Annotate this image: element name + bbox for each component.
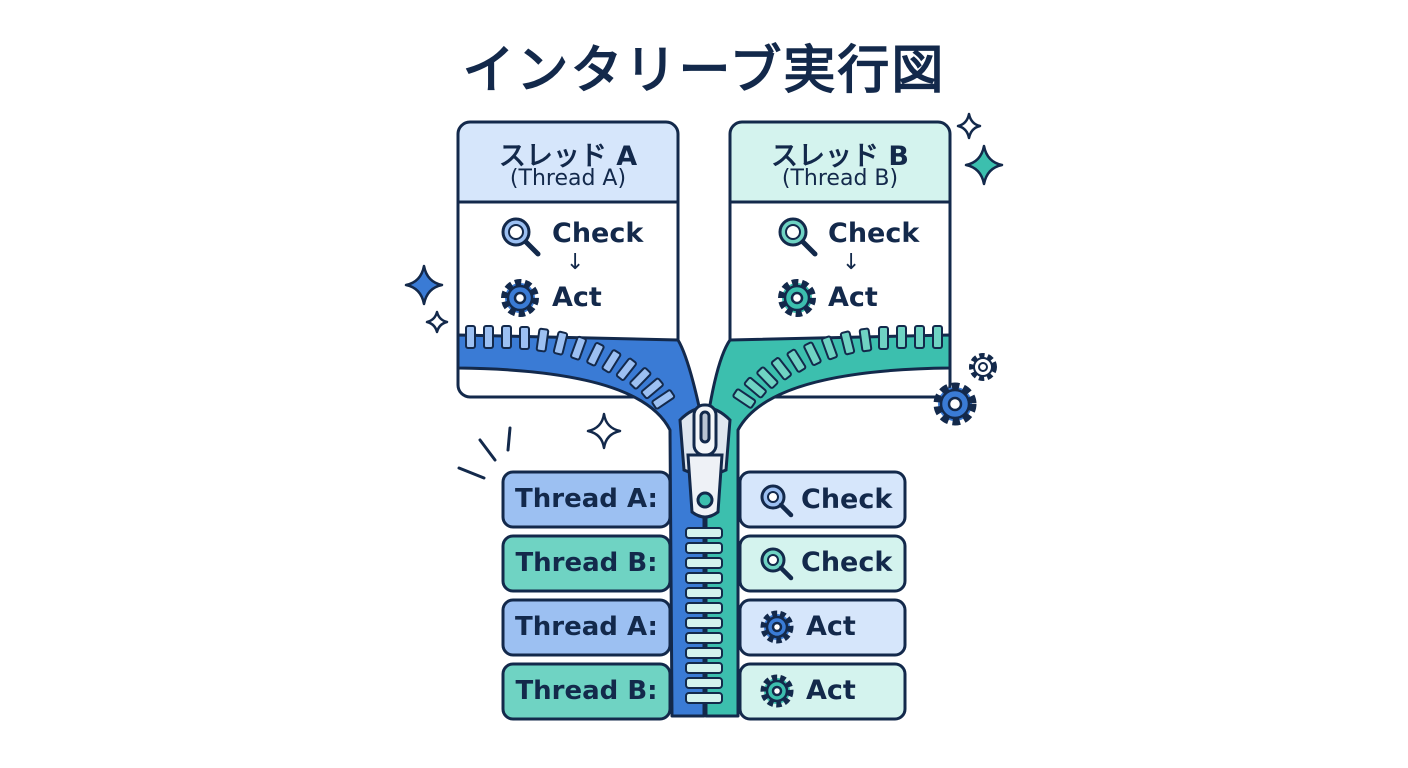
thread-b-gear-icon — [778, 279, 816, 317]
row-4-gear-icon — [760, 674, 794, 708]
thread-a-step-check: Check — [552, 218, 644, 249]
zipper-slider-icon — [678, 403, 732, 519]
thread-b-title: スレッド B — [771, 141, 909, 172]
row-3-thread-label: Thread A: — [515, 612, 658, 642]
row-2-action-label: Check — [801, 547, 893, 578]
row-4-action-label: Act — [806, 675, 856, 706]
row-2-magnifier-icon — [760, 547, 794, 581]
thread-b-arrow: ↓ — [842, 250, 861, 275]
thread-b-step-act: Act — [828, 282, 878, 313]
row-3-gear-icon — [760, 610, 794, 644]
thread-a-arrow: ↓ — [566, 250, 585, 275]
row-1-label-box — [501, 470, 672, 529]
thread-a-subtitle: (Thread A) — [509, 166, 627, 191]
page-title: インタリーブ実行図 — [462, 41, 946, 101]
motion-lines — [457, 426, 512, 480]
thread-b-panel — [728, 120, 952, 399]
row-2-label-box — [501, 534, 672, 593]
zipper-teeth-a — [465, 325, 676, 410]
thread-a-title: スレッド A — [498, 141, 638, 172]
thread-a-magnifier-icon — [501, 217, 541, 257]
row-4-label-box — [501, 662, 672, 721]
thread-b-magnifier-icon — [778, 217, 818, 257]
row-1-action-label: Check — [801, 484, 893, 515]
row-1-magnifier-icon — [760, 484, 794, 518]
row-1-action-box — [738, 470, 907, 529]
thread-b-step-check: Check — [828, 218, 920, 249]
zipper-teeth-b — [732, 325, 943, 409]
sparkle-icons — [404, 112, 1004, 450]
row-2-thread-label: Thread B: — [515, 548, 658, 578]
row-2-action-box — [738, 534, 907, 593]
zipper-tape-b — [704, 333, 952, 718]
row-3-action-label: Act — [806, 611, 856, 642]
sequence-label-boxes — [501, 470, 672, 721]
decorative-gear-icons — [933, 353, 997, 426]
thread-a-panel — [456, 120, 680, 399]
zipper-tape-a — [456, 333, 706, 718]
row-3-label-box — [501, 598, 672, 657]
thread-a-step-act: Act — [552, 282, 602, 313]
thread-a-gear-icon — [501, 279, 539, 317]
zipper-interlock-teeth — [685, 527, 723, 704]
thread-b-header-bg — [730, 122, 950, 202]
thread-b-subtitle: (Thread B) — [781, 166, 899, 191]
row-1-thread-label: Thread A: — [515, 484, 658, 514]
thread-a-header-bg — [458, 122, 678, 202]
row-4-thread-label: Thread B: — [515, 676, 658, 706]
